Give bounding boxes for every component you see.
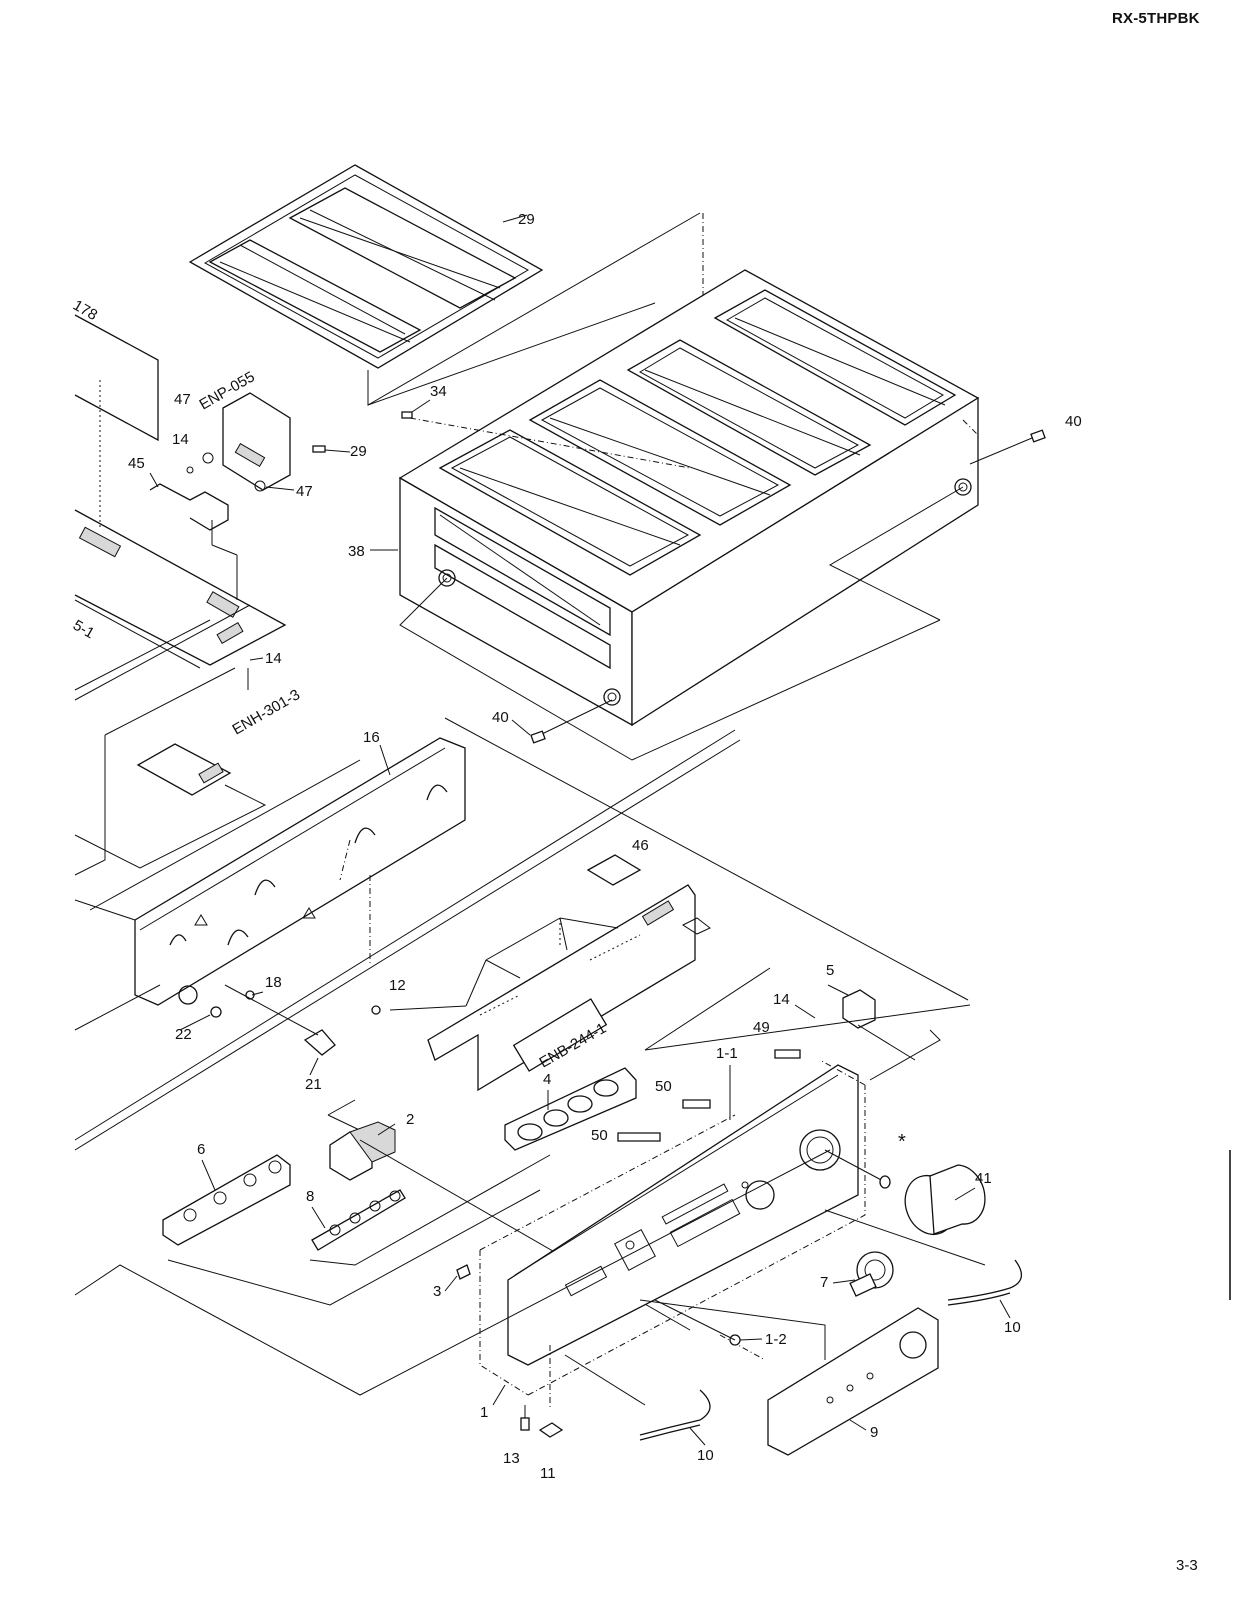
- board-8: [311, 1189, 406, 1251]
- label-leaders: [149, 399, 1011, 1446]
- buttons-4: [504, 1067, 637, 1151]
- label-14-lower: 14: [773, 991, 790, 1008]
- screw-40-front: [530, 730, 546, 744]
- enp-055-board: [222, 392, 326, 491]
- label-46: 46: [632, 837, 649, 854]
- label-enh-301-3: ENH-301-3: [230, 686, 303, 738]
- label-13: 13: [503, 1450, 520, 1467]
- label-10-right: 10: [1004, 1319, 1021, 1336]
- page-number: 3-3: [1176, 1557, 1198, 1574]
- knob-41: [879, 1164, 986, 1236]
- rear-board-178: [74, 314, 159, 558]
- label-47-bottom: 47: [296, 483, 313, 500]
- label-47-top: 47: [174, 391, 191, 408]
- part-22: [210, 1006, 222, 1018]
- label-18: 18: [265, 974, 282, 991]
- label-45: 45: [128, 455, 145, 472]
- front-panel-1: [479, 1059, 866, 1396]
- panel-9: [767, 1307, 939, 1456]
- label-178: 178: [70, 297, 100, 324]
- label-9: 9: [870, 1424, 878, 1441]
- label-1-2: 1-2: [765, 1331, 787, 1348]
- screw-34: [401, 411, 413, 419]
- label-16: 16: [363, 729, 380, 746]
- label-1-1: 1-1: [716, 1045, 738, 1062]
- switch-5: [842, 989, 916, 1061]
- top-cover-panel: [188, 164, 544, 369]
- label-22: 22: [175, 1026, 192, 1043]
- screw-13: [520, 1405, 530, 1431]
- cabinet-38: [398, 269, 980, 727]
- label-21: 21: [305, 1076, 322, 1093]
- label-3: 3: [433, 1283, 441, 1300]
- label-asterisk: *: [898, 1131, 906, 1153]
- label-40-right: 40: [1065, 413, 1082, 430]
- enh-301-3-board: [74, 667, 267, 876]
- label-4: 4: [543, 1071, 551, 1088]
- screw-40-right: [1030, 429, 1046, 443]
- trim-10-right: [947, 1259, 1022, 1301]
- part-21: [224, 984, 336, 1056]
- label-50-lower: 50: [591, 1127, 608, 1144]
- label-29-top: 29: [518, 211, 535, 228]
- front-bracket-16: [74, 737, 466, 1031]
- label-14-upper: 14: [172, 431, 189, 448]
- label-7: 7: [820, 1274, 828, 1291]
- enb-244-1-board: [327, 884, 771, 1136]
- label-2: 2: [406, 1111, 414, 1128]
- label-12: 12: [389, 977, 406, 994]
- label-10-bottom: 10: [697, 1447, 714, 1464]
- label-41: 41: [975, 1170, 992, 1187]
- selector-7: [849, 1251, 894, 1297]
- bracket-45: [149, 452, 266, 531]
- label-11: 11: [540, 1465, 556, 1482]
- label-34: 34: [430, 383, 447, 400]
- label-5-1: 5-1: [70, 617, 97, 643]
- label-5: 5: [826, 962, 834, 979]
- label-1: 1: [480, 1404, 488, 1421]
- main-board: [74, 509, 287, 701]
- label-29-side: 29: [350, 443, 367, 460]
- label-14-mid: 14: [265, 650, 282, 667]
- model-number: RX-5THPBK: [1112, 10, 1200, 27]
- label-6: 6: [197, 1141, 205, 1158]
- label-38: 38: [348, 543, 365, 560]
- label-40-front: 40: [492, 709, 509, 726]
- jack-block-6: [162, 1154, 291, 1246]
- label-8: 8: [306, 1188, 314, 1205]
- label-50-upper: 50: [655, 1078, 672, 1095]
- label-49: 49: [753, 1019, 770, 1036]
- foot-11: [538, 1422, 564, 1438]
- trim-10-bottom: [639, 1389, 711, 1436]
